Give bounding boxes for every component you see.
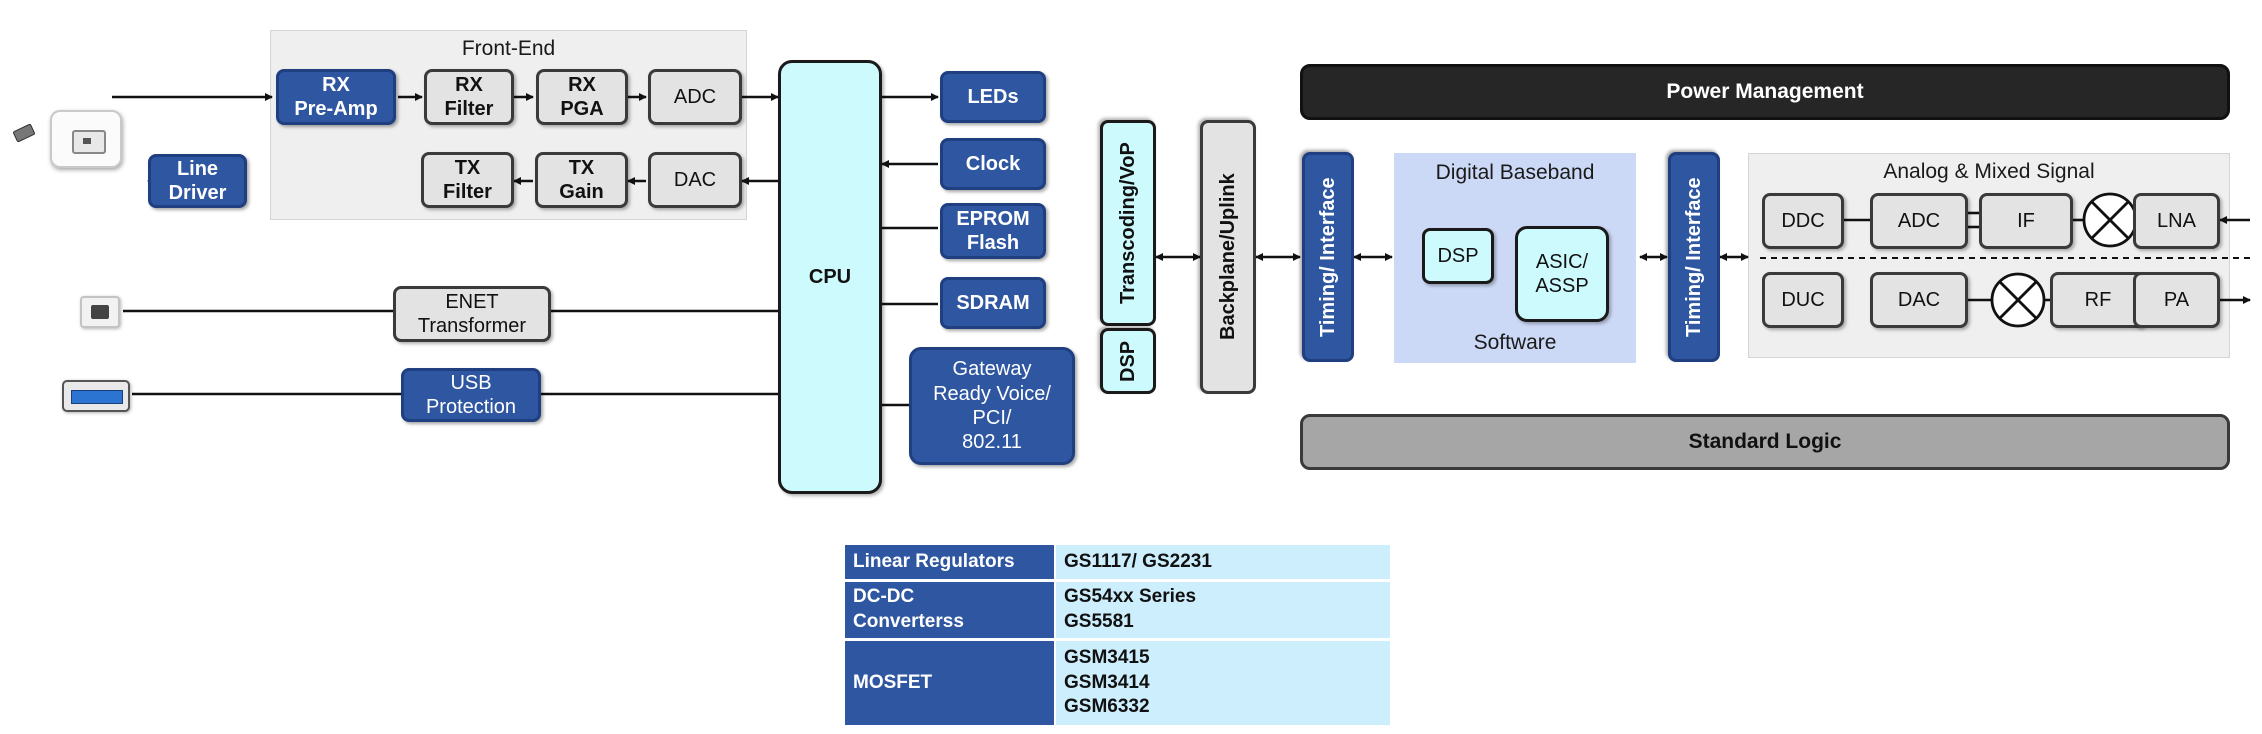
standard-logic-bar: Standard Logic [1300, 414, 2230, 470]
if-block: IF [1979, 193, 2073, 249]
front-end-title: Front-End [461, 37, 556, 60]
dac-block: DAC [648, 152, 742, 208]
parts-cell: GS54xx Series GS5581 [1055, 580, 1390, 641]
eprom-flash-block: EPROM Flash [940, 203, 1046, 259]
digital-baseband-title: Digital Baseband [1435, 161, 1595, 184]
power-management-bar: Power Management [1300, 64, 2230, 120]
baseband-dsp-block: DSP [1422, 228, 1494, 284]
pa-block: PA [2133, 272, 2220, 328]
mixer-icon [2082, 192, 2138, 248]
table-row: MOSFET GSM3415 GSM3414 GSM6332 [845, 639, 1390, 728]
wall-jack-icon [50, 110, 122, 168]
mixer-icon [1990, 272, 2046, 328]
parts-cell: GSM3415 GSM3414 GSM6332 [1055, 639, 1390, 728]
lna-block: LNA [2133, 193, 2220, 249]
line-driver-block: Line Driver [148, 154, 247, 208]
ethernet-port-icon [80, 296, 120, 328]
ddc-block: DDC [1762, 193, 1844, 249]
table-row: Linear Regulators GS1117/ GS2231 [845, 545, 1390, 582]
timing-interface-right: Timing/ Interface [1668, 152, 1720, 362]
cpu-block: CPU [778, 60, 882, 494]
timing-interface-left: Timing/ Interface [1302, 152, 1354, 362]
analog-mixed-signal-title: Analog & Mixed Signal [1883, 160, 2095, 183]
tx-filter-block: TX Filter [421, 152, 514, 208]
asic-assp-block: ASIC/ ASSP [1515, 226, 1609, 322]
usb-protection-block: USB Protection [401, 368, 541, 422]
duc-block: DUC [1762, 272, 1844, 328]
software-label: Software [1473, 331, 1557, 354]
clock-block: Clock [940, 138, 1046, 190]
table-row: DC-DC Converterss GS54xx Series GS5581 [845, 580, 1390, 641]
category-cell: Linear Regulators [845, 545, 1056, 582]
part-number-table: Linear Regulators GS1117/ GS2231 DC-DC C… [845, 545, 1390, 728]
category-cell: DC-DC Converterss [845, 580, 1056, 641]
gateway-block: Gateway Ready Voice/ PCI/ 802.11 [909, 347, 1075, 465]
enet-transformer-block: ENET Transformer [393, 286, 551, 342]
analog-dac-block: DAC [1870, 272, 1968, 328]
tx-gain-block: TX Gain [535, 152, 628, 208]
leds-block: LEDs [940, 71, 1046, 123]
backplane-uplink-block: Backplane/Uplink [1200, 120, 1256, 394]
dsp-left-block: DSP [1100, 328, 1156, 394]
adc-block: ADC [648, 69, 742, 125]
rf-block: RF [2050, 272, 2146, 328]
sdram-block: SDRAM [940, 277, 1046, 329]
parts-cell: GS1117/ GS2231 [1055, 545, 1390, 582]
analog-adc-block: ADC [1870, 193, 1968, 249]
rx-pga-block: RX PGA [536, 69, 628, 125]
transcoding-vop-block: Transcoding/VoP [1100, 120, 1156, 326]
rx-filter-block: RX Filter [424, 69, 514, 125]
usb-port-icon [62, 380, 130, 412]
category-cell: MOSFET [845, 639, 1056, 728]
rx-preamp-block: RX Pre-Amp [276, 69, 396, 125]
